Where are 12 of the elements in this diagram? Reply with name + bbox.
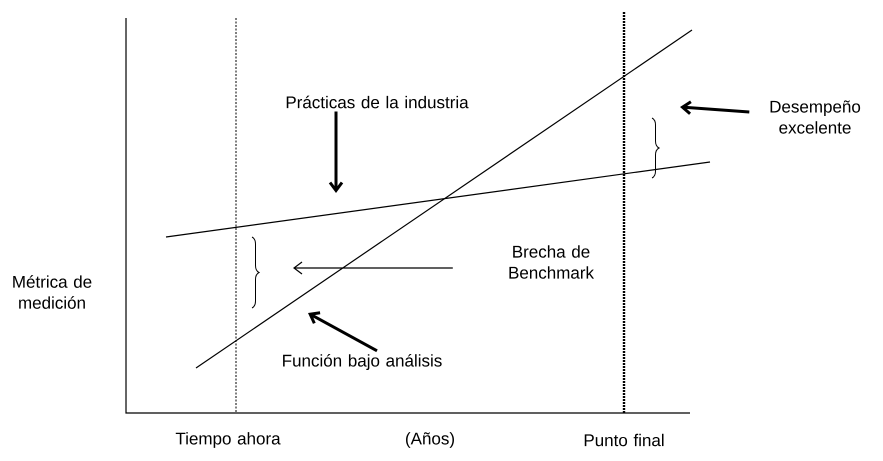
text-label: Desempeño excelente (770, 100, 860, 134)
arrow (328, 112, 344, 193)
arrow (308, 311, 378, 352)
axis-label: Punto final (584, 434, 664, 446)
text-label: Función bajo análisis (283, 354, 442, 370)
arrow (293, 262, 453, 274)
axis-label: Tiempo ahora (176, 432, 281, 448)
arrow (680, 100, 750, 115)
text-label: Brecha de Benchmark (509, 245, 594, 279)
text-label: Prácticas de la industria (286, 96, 469, 108)
axis-label: Métrica de medición (13, 275, 92, 309)
axis-label: (Años) (406, 432, 454, 448)
